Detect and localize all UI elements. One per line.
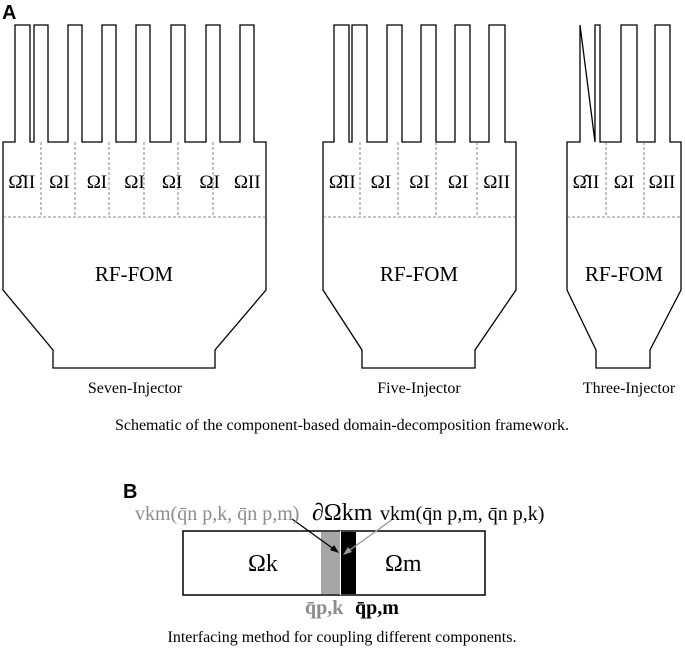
omega-k-label: Ωk — [248, 551, 278, 577]
five-injector-name: Five-Injector — [377, 380, 461, 397]
five-injector-domain — [322, 24, 517, 369]
left-flux-arrow — [291, 518, 336, 551]
cell-label-0-5: ΩI — [199, 172, 219, 193]
interface-label: ∂Ωkm — [312, 500, 373, 526]
coupling-domain-box — [182, 530, 486, 596]
left-flux-label: vkm(q̄n p,k, q̄n p,m) — [135, 503, 299, 525]
seven-injector-domain — [2, 24, 267, 369]
cell-label-0-4: ΩI — [162, 172, 182, 193]
cell-label-1-0: Ω̂II — [329, 172, 356, 193]
caption-b: Interfacing method for coupling differen… — [168, 629, 517, 646]
cell-label-1-2: ΩI — [409, 172, 429, 193]
right-flux-arrowhead — [343, 547, 352, 555]
omega-m-label: Ωm — [385, 551, 422, 577]
three-injector-partitions — [567, 142, 681, 218]
caption-a: Schematic of the component-based domain-… — [115, 417, 569, 434]
right-state-label: q̄p,m — [355, 597, 399, 619]
cell-label-1-1: ΩI — [371, 172, 391, 193]
left-flux-arrowhead — [330, 545, 339, 553]
panel-a-label: A — [2, 2, 16, 24]
cell-label-2-1: ΩI — [614, 172, 634, 193]
cell-label-2-0: Ω̂II — [573, 172, 600, 193]
cell-label-1-4: ΩII — [483, 172, 510, 193]
rfom-label-five: RF-FOM — [380, 262, 459, 286]
cell-label-1-3: ΩI — [448, 172, 468, 193]
cell-label-0-0: Ω̂II — [8, 172, 35, 193]
right-flux-arrow — [346, 518, 394, 553]
five-injector-partitions — [323, 142, 516, 218]
right-flux-label: vkm(q̄n p,m, q̄n p,k) — [380, 503, 544, 525]
cell-labels: Ω̂II ΩI ΩI ΩI ΩI ΩI ΩII Ω̂II ΩI ΩI ΩI ΩII Ω̂II ΩI ΩII — [8, 172, 675, 193]
seven-injector-partitions — [3, 142, 266, 218]
three-injector-name: Three-Injector — [583, 380, 676, 397]
seven-injector-name: Seven-Injector — [88, 380, 183, 397]
rfom-label-seven: RF-FOM — [95, 262, 174, 286]
panel-b-label: B — [123, 481, 137, 503]
right-interface-band — [341, 532, 356, 594]
rfom-label-three: RF-FOM — [585, 262, 664, 286]
cell-label-0-2: ΩI — [87, 172, 107, 193]
left-state-label: q̄p,k — [305, 597, 344, 619]
cell-label-0-1: ΩI — [49, 172, 69, 193]
three-injector-domain — [566, 24, 682, 369]
cell-label-2-2: ΩII — [649, 172, 676, 193]
cell-label-0-3: ΩI — [124, 172, 144, 193]
cell-label-0-6: ΩII — [234, 172, 261, 193]
